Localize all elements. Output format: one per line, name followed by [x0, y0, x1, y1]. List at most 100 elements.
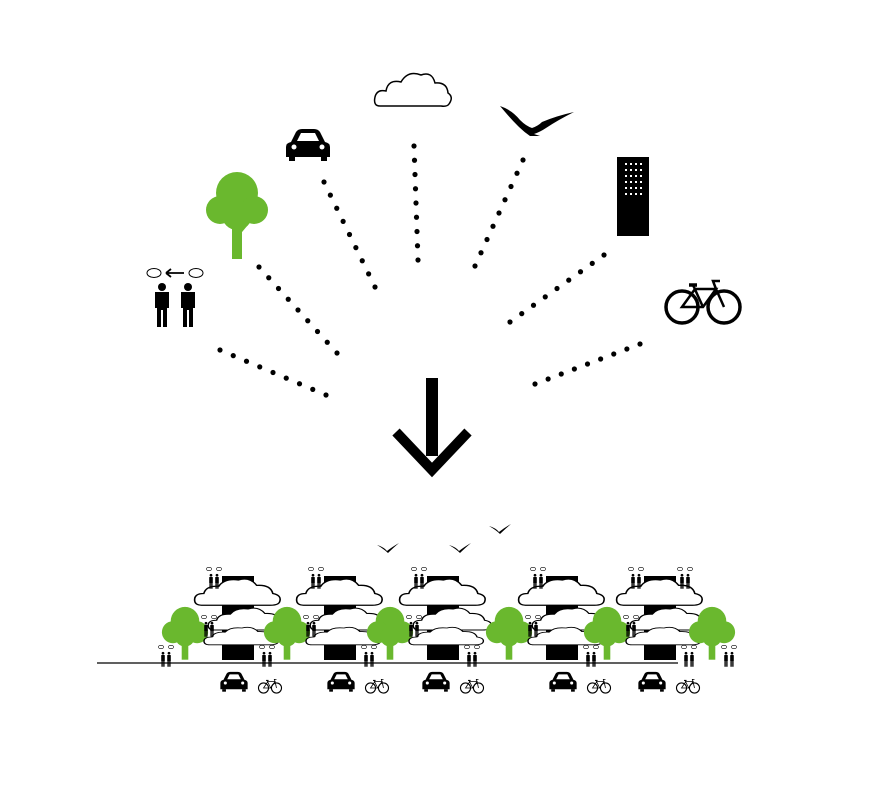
dot	[519, 311, 525, 317]
scene-block	[263, 567, 390, 666]
dot	[484, 236, 490, 243]
dotted-line	[217, 347, 329, 398]
dot	[295, 307, 301, 313]
tree-icon	[161, 606, 209, 660]
dot	[554, 285, 560, 292]
car-icon	[286, 129, 330, 161]
dot	[490, 223, 496, 229]
bicycle-icon	[675, 678, 701, 694]
dotted-line	[472, 157, 526, 269]
bicycle-icon	[586, 678, 612, 694]
dot	[589, 260, 595, 266]
dot	[611, 351, 617, 357]
dot	[285, 296, 291, 302]
dot	[530, 302, 537, 308]
scene-block	[485, 567, 612, 666]
scene-block	[583, 567, 710, 666]
dot	[472, 263, 478, 269]
dot	[566, 277, 572, 283]
dot	[256, 264, 262, 270]
dot	[323, 392, 329, 398]
car-icon	[220, 671, 248, 692]
tree-icon	[485, 606, 533, 660]
dot	[414, 228, 420, 235]
cloud-icon	[295, 578, 383, 607]
dot	[520, 157, 526, 163]
building-icon	[617, 157, 649, 236]
scene-block	[366, 567, 493, 666]
dot	[314, 328, 321, 335]
street-pair	[327, 671, 390, 694]
dot	[346, 231, 353, 238]
scene-block	[161, 567, 288, 666]
dot	[502, 197, 508, 203]
dot	[257, 364, 263, 370]
bicycle-icon	[257, 678, 283, 694]
cloud-icon	[412, 607, 493, 631]
cloud-icon	[193, 578, 281, 607]
dot	[283, 375, 289, 381]
dot	[558, 371, 564, 377]
dot	[598, 356, 604, 362]
dot	[637, 341, 643, 347]
dot	[270, 369, 276, 376]
dotted-line	[321, 179, 378, 290]
dot	[412, 186, 419, 192]
car-icon	[549, 671, 577, 692]
dot	[542, 294, 548, 300]
dot	[340, 218, 346, 224]
bird-icon	[489, 524, 511, 534]
dot	[334, 350, 340, 356]
street-pair	[638, 671, 701, 694]
dot	[310, 386, 316, 392]
dot	[584, 361, 591, 367]
dotted-line	[507, 252, 607, 325]
dot	[545, 376, 551, 382]
tree-icon	[206, 172, 268, 259]
dot	[334, 205, 340, 211]
dot	[411, 143, 417, 149]
dot	[413, 214, 420, 220]
people-talking-icon	[721, 645, 736, 666]
dot	[230, 353, 236, 359]
street-pair	[422, 671, 485, 694]
dot	[366, 271, 372, 277]
cloud-icon	[373, 72, 452, 107]
dot	[478, 250, 484, 256]
dot	[496, 210, 502, 216]
dot	[507, 319, 513, 325]
dot	[372, 284, 378, 290]
dot	[243, 358, 250, 364]
scene-birds	[377, 524, 511, 553]
mixed-street-section	[158, 567, 736, 666]
car-icon	[422, 671, 450, 692]
dotted-line	[532, 341, 643, 387]
street-pair	[549, 671, 612, 694]
dot	[514, 170, 520, 176]
dotted-connectors	[217, 143, 643, 398]
dot	[577, 269, 584, 275]
bird-icon	[377, 543, 399, 553]
dot	[624, 346, 630, 352]
dot	[217, 347, 223, 353]
dot	[305, 318, 311, 324]
down-arrow-icon	[392, 378, 472, 478]
dot	[414, 243, 421, 249]
dot	[508, 183, 514, 190]
dot	[412, 171, 418, 178]
dot	[275, 285, 282, 292]
dot	[296, 381, 303, 387]
people-talking-icon	[681, 645, 696, 666]
dot	[321, 179, 327, 185]
bird-icon	[500, 106, 574, 136]
cloud-icon	[517, 578, 605, 607]
bird-icon	[449, 543, 471, 553]
dot	[411, 157, 418, 163]
dot	[532, 381, 538, 387]
dot	[359, 258, 365, 264]
dot	[353, 245, 359, 251]
bicycle-icon	[664, 279, 742, 325]
bicycle-icon	[459, 678, 485, 694]
